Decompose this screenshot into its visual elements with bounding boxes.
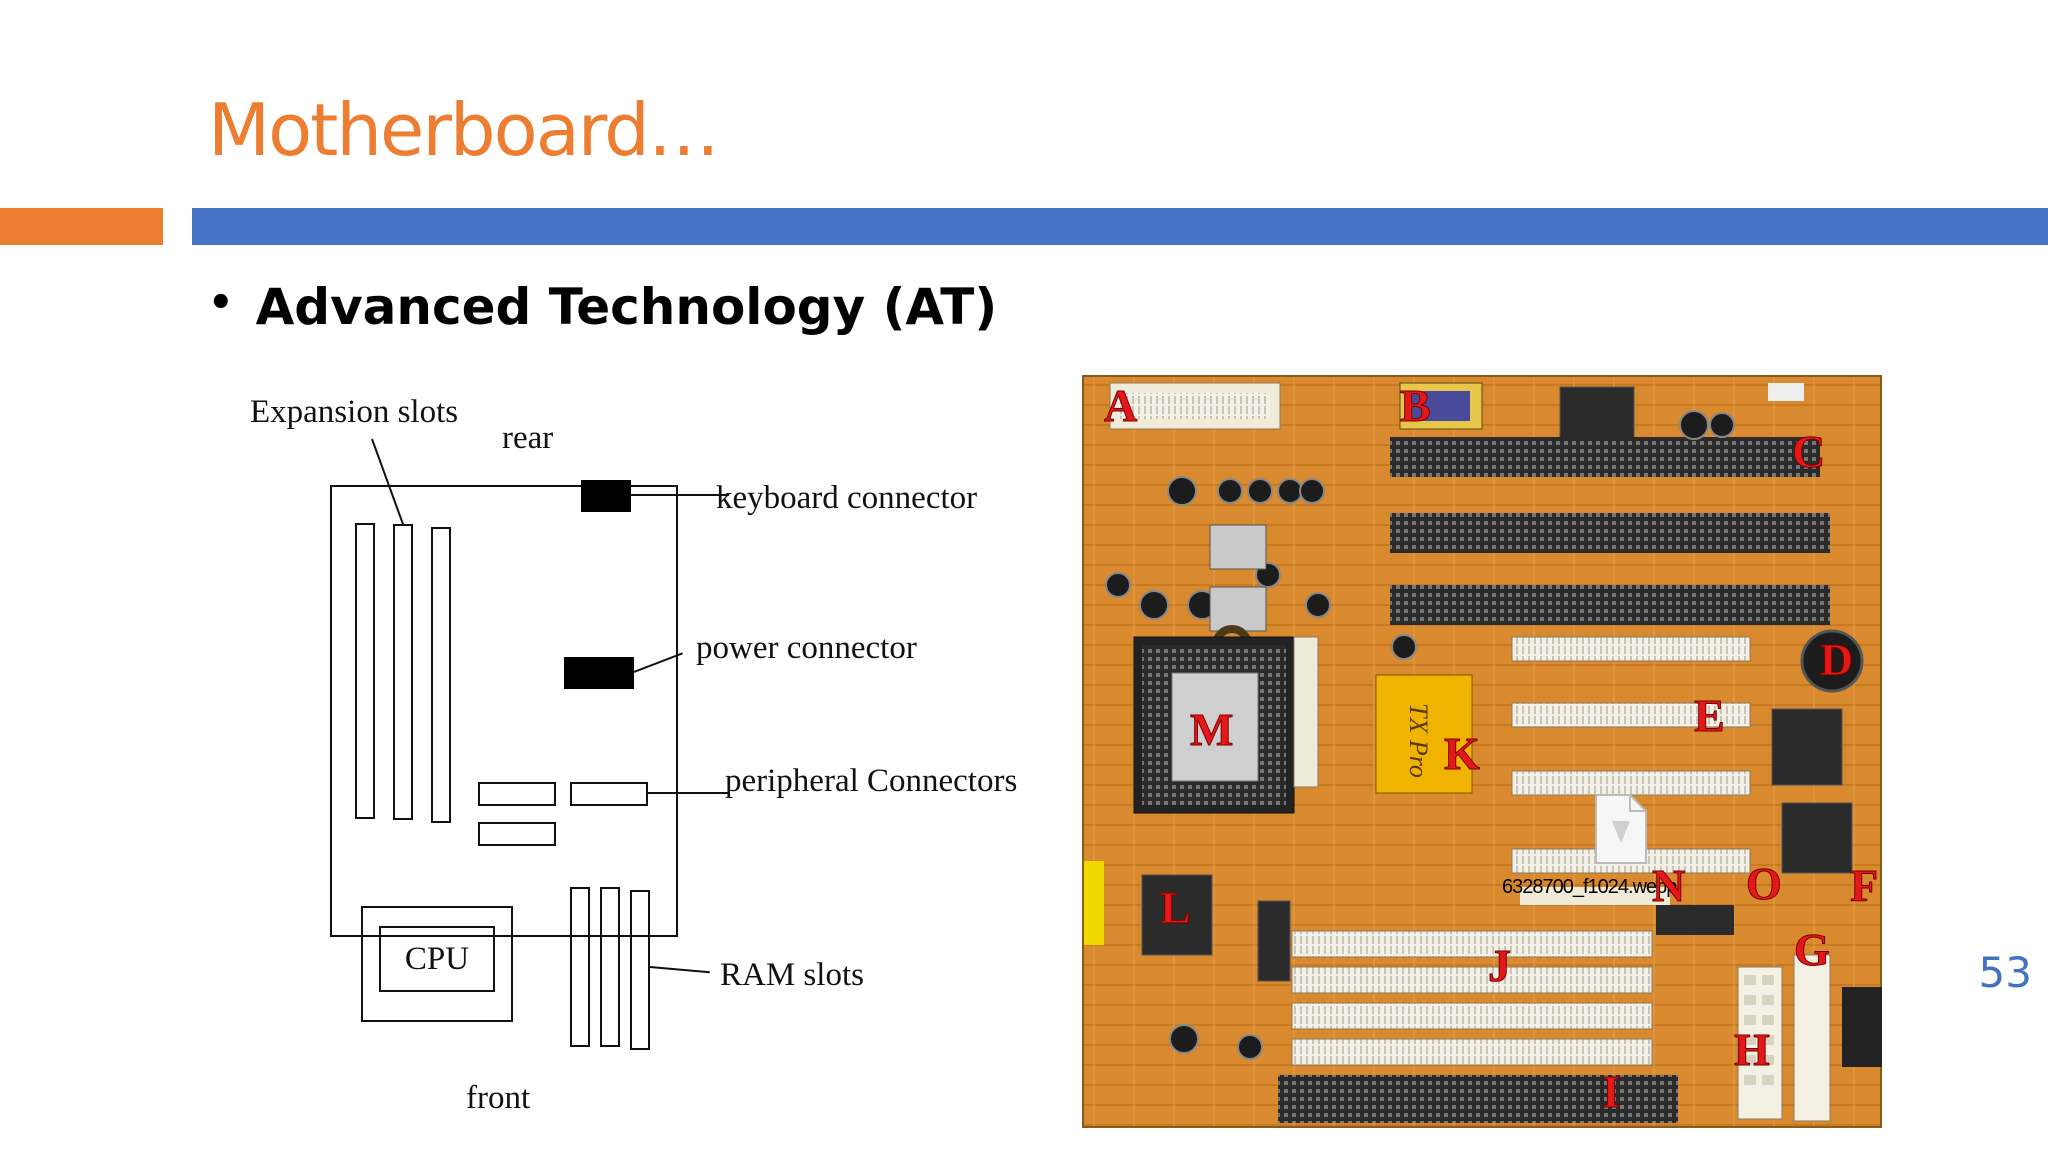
photo-label-k: K [1444, 728, 1480, 779]
isa-slot [1390, 585, 1830, 625]
expansion-slot [355, 523, 375, 819]
motherboard-photo: TX Pro [1082, 375, 1882, 1128]
ram-slot [630, 890, 650, 1050]
bottom-slot [1278, 1075, 1678, 1123]
cmos-battery [1800, 629, 1864, 693]
board-outline [330, 485, 678, 937]
peripheral-connector [570, 782, 648, 806]
label-peripheral-connectors: peripheral Connectors [725, 763, 1018, 799]
ram-slot [600, 887, 620, 1047]
photo-letter-labels: A B C D E FGH I J K L M N O [1104, 380, 1879, 1118]
photo-label-d: D [1820, 634, 1853, 685]
expansion-slot [393, 524, 413, 820]
peripheral-connector [478, 822, 556, 846]
peripheral-connector [478, 782, 556, 806]
cpu-chip: CPU [379, 926, 495, 992]
bullet-text: Advanced Technology (AT) [255, 278, 998, 336]
slide-title: Motherboard… [208, 88, 720, 172]
label-keyboard-connector: keyboard connector [716, 480, 978, 516]
label-ram-slots: RAM slots [720, 957, 864, 993]
ram-slot [1291, 966, 1653, 994]
label-expansion-slots: Expansion slots [250, 394, 459, 430]
bullet-item: • Advanced Technology (AT) [208, 278, 997, 336]
photo-label-c: C [1792, 426, 1825, 477]
label-rear: rear [502, 420, 554, 456]
accent-bar-blue [192, 208, 2048, 245]
slide-number: 53 [1978, 948, 2032, 997]
ram-slot [570, 887, 590, 1047]
at-layout-diagram: Expansion slots rear keyboard connector … [220, 380, 1040, 1120]
northbridge-chip [1375, 674, 1473, 794]
photo-label-f: F [1850, 860, 1878, 911]
keyboard-connector-block [581, 480, 631, 512]
photo-label-m: M [1190, 704, 1233, 755]
pci-slot [1511, 770, 1751, 796]
bullet-dot-icon: • [208, 280, 234, 326]
photo-label-e: E [1694, 690, 1725, 741]
photo-label-n: N [1652, 860, 1685, 911]
label-cpu: CPU [404, 940, 470, 977]
ram-slot [1291, 930, 1653, 958]
file-caption: 6328700_f1024.webp [1502, 876, 1677, 898]
file-placeholder-icon [1595, 794, 1647, 864]
pci-slot [1511, 702, 1751, 728]
io-chip [1141, 874, 1213, 956]
photo-label-l: L [1160, 882, 1191, 933]
accent-bar-orange [0, 208, 163, 245]
photo-label-i: I [1602, 1066, 1620, 1117]
leader-line-ram [649, 966, 710, 974]
photo-label-h: H [1734, 1024, 1770, 1075]
isa-slot [1390, 513, 1830, 553]
power-connector-block [564, 657, 634, 689]
leader-line-peripheral [648, 792, 728, 794]
leader-line-keyboard [631, 494, 729, 496]
pci-slot [1511, 636, 1751, 662]
isa-slot [1390, 437, 1820, 477]
label-power-connector: power connector [696, 630, 917, 666]
photo-label-j: J [1488, 940, 1511, 991]
ram-slot [1291, 1038, 1653, 1066]
expansion-slot [431, 527, 451, 823]
photo-label-g: G [1794, 924, 1830, 975]
label-front: front [466, 1080, 531, 1116]
ram-slot [1291, 1002, 1653, 1030]
cpu-socket-outline [361, 906, 513, 1022]
photo-label-o: O [1746, 858, 1782, 909]
photo-label-a: A [1104, 380, 1137, 431]
photo-label-b: B [1400, 380, 1431, 431]
chip-text: TX Pro [1404, 703, 1433, 778]
